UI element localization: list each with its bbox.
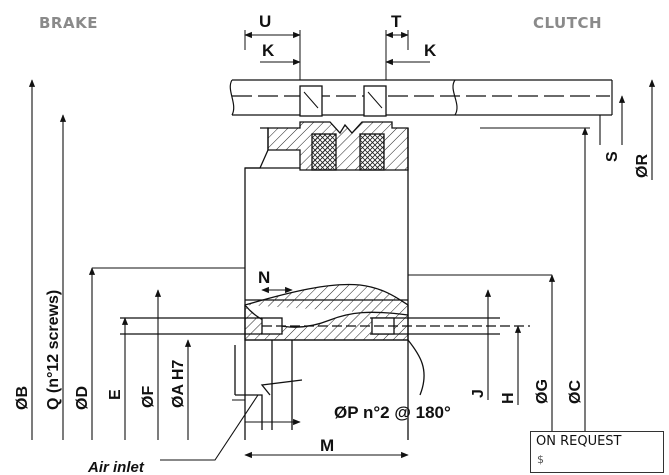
- clutch-header: CLUTCH: [533, 14, 603, 32]
- dim-B: ØB: [14, 386, 31, 410]
- dimension-lines: [28, 31, 656, 461]
- dim-N: N: [258, 268, 270, 287]
- dim-R: ØR: [634, 154, 651, 178]
- dim-F: ØF: [140, 386, 157, 408]
- dim-H: H: [500, 392, 517, 404]
- dim-J: J: [470, 389, 487, 398]
- dim-P: ØP n°2 @ 180°: [334, 403, 451, 422]
- upper-shaft: [229, 79, 613, 116]
- dim-D: ØD: [74, 386, 91, 410]
- dim-S: S: [604, 151, 621, 162]
- dim-A: ØA H7: [170, 360, 187, 408]
- dim-Q: Q (n°12 screws): [45, 290, 62, 410]
- dim-E: E: [107, 389, 124, 400]
- dim-K-right: K: [424, 41, 437, 60]
- dim-C: ØC: [567, 380, 584, 404]
- air-inlet-label: Air inlet: [87, 459, 145, 475]
- brake-header: BRAKE: [39, 14, 98, 32]
- on-request-title: ON REQUEST: [536, 434, 622, 449]
- upper-section: [267, 85, 409, 171]
- dim-T: T: [391, 12, 402, 31]
- dim-U: U: [259, 12, 271, 31]
- dim-K-left: K: [262, 41, 275, 60]
- on-request-sub: $: [537, 453, 544, 466]
- extension-lines: [92, 30, 590, 401]
- dim-G: ØG: [534, 379, 551, 404]
- lower-shafts: [120, 317, 530, 430]
- on-request-box: [530, 431, 664, 473]
- dim-M: M: [320, 436, 334, 455]
